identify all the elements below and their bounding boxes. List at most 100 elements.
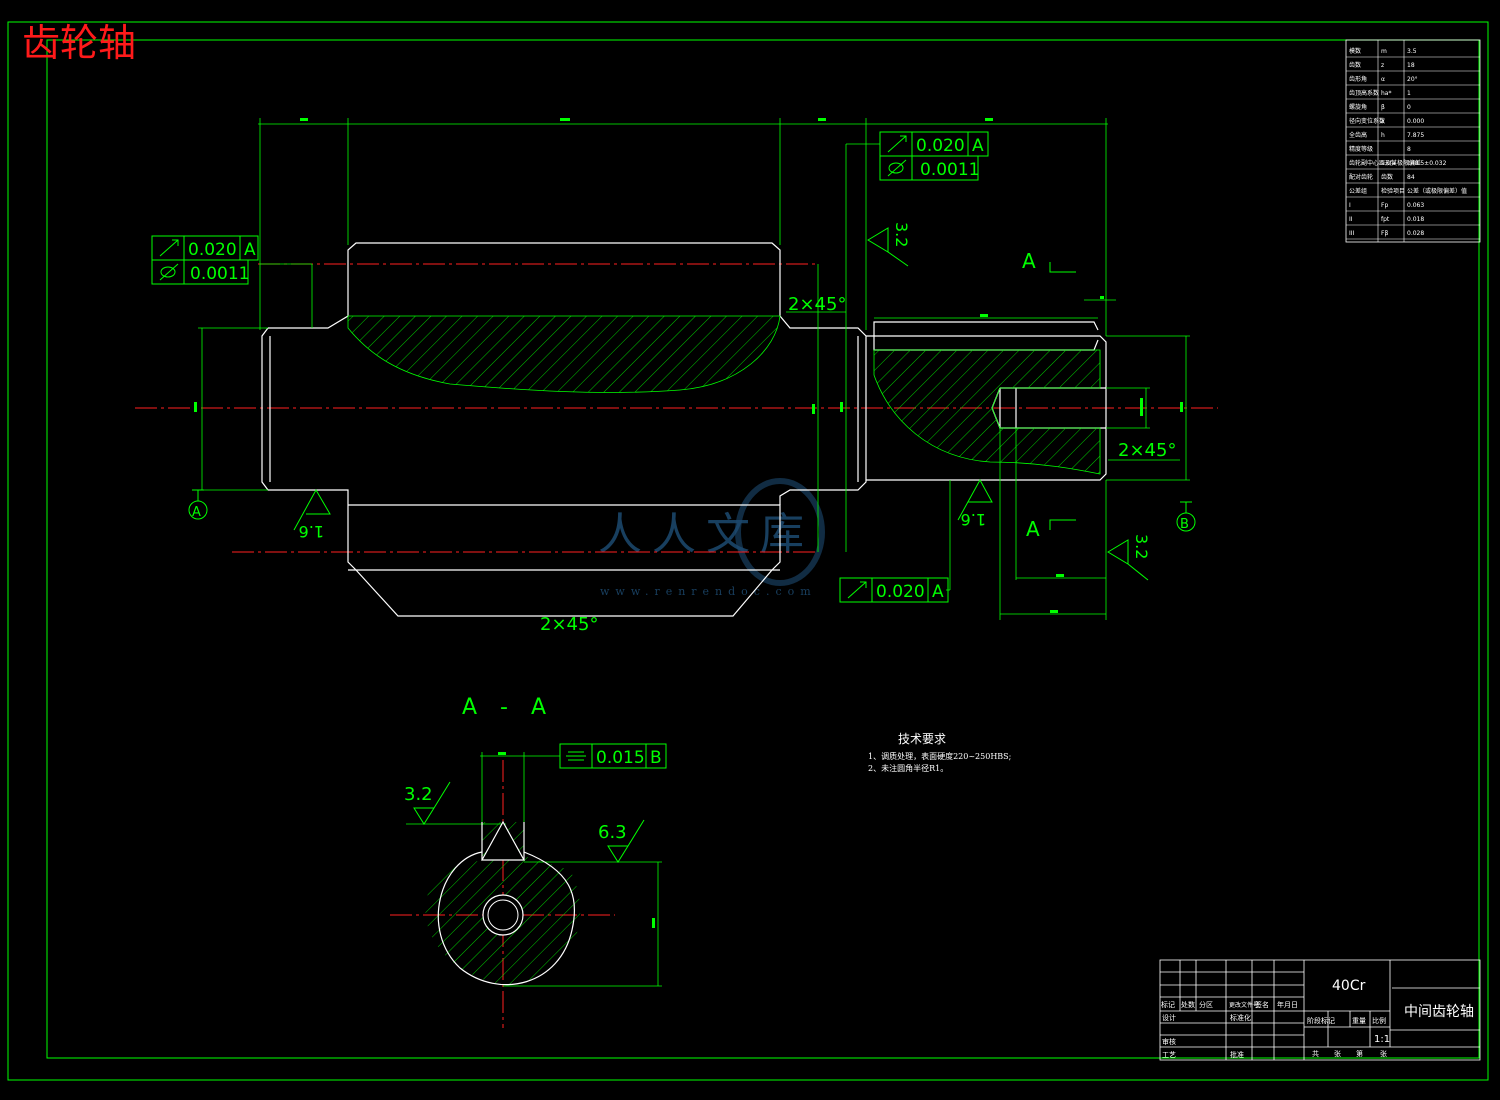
gdt-left-cyl: 0.0011 xyxy=(190,264,249,284)
tb-label-design: 设计 xyxy=(1162,1013,1176,1022)
tech-req-title: 技术要求 xyxy=(898,732,947,746)
section-cut-marks xyxy=(1049,262,1076,530)
gear-table-cell: fpt xyxy=(1381,216,1390,223)
watermark-url: www.renrendoc.com xyxy=(600,585,817,598)
roughness-r3: 3.2 xyxy=(892,222,911,247)
gear-table-cell: 配对齿轮 xyxy=(1349,173,1373,181)
gear-table-cell: Fp xyxy=(1381,202,1388,209)
gear-table-cell: a±fa xyxy=(1381,160,1396,167)
drawing-frame xyxy=(7,21,1489,1081)
dimension-tick-marks xyxy=(194,118,1183,928)
tb-scale: 1:1 xyxy=(1374,1034,1390,1045)
dimension-lines xyxy=(198,118,1190,987)
tb-label-weight: 重量 xyxy=(1352,1017,1366,1025)
roughness-r4: 3.2 xyxy=(1132,534,1151,559)
gear-table-cell: 3.5 xyxy=(1407,48,1417,55)
gdt-frames xyxy=(151,131,989,769)
gdt-bottom-runout: 0.020 xyxy=(876,582,925,602)
tb-label-std: 标准化 xyxy=(1230,1013,1251,1022)
gear-table-cell: 公差（或极限偏差）值 xyxy=(1407,187,1467,195)
gear-table-cell: I xyxy=(1349,202,1351,209)
watermark-ring xyxy=(735,478,825,586)
roughness-symbols xyxy=(293,227,1149,863)
gear-table-cell: 0.028 xyxy=(1407,230,1424,237)
chamfer-label-1: 2×45° xyxy=(788,294,846,315)
gear-table-cell: 齿形角 xyxy=(1349,75,1367,83)
gear-table-cell: 模数 xyxy=(1349,47,1361,55)
roughness-r1: 1.6 xyxy=(299,522,324,541)
hatch-section-end xyxy=(873,349,1101,475)
gear-table-cell: 径向变位系数 xyxy=(1349,117,1385,125)
gear-table-cell: x xyxy=(1381,118,1385,125)
section-aa-view xyxy=(425,820,581,986)
tb-label-sheets: 张 xyxy=(1334,1049,1341,1058)
gear-table-cell: 齿顶高系数 xyxy=(1349,89,1379,97)
gdt-right-cyl: 0.0011 xyxy=(920,160,979,180)
title-block xyxy=(1159,959,1481,1061)
gear-table-cell: z xyxy=(1381,62,1384,69)
gdt-left-runout: 0.020 xyxy=(188,240,237,260)
tb-label-num: 第 xyxy=(1356,1049,1363,1058)
tb-label-sheet: 张 xyxy=(1380,1049,1387,1058)
section-mark-bottom: A xyxy=(1026,517,1040,541)
gear-table-cell: 齿轮副中心距及其极限偏差 xyxy=(1349,159,1421,167)
tb-label-docno: 更改文件号 xyxy=(1229,1001,1259,1009)
gear-table-cell: m xyxy=(1381,48,1387,55)
tb-label-zone: 分区 xyxy=(1199,1000,1213,1009)
gear-table-cell: 1 xyxy=(1407,90,1411,97)
gear-table-cell: 齿数 xyxy=(1381,173,1393,181)
gear-table-cell: 7.875 xyxy=(1407,132,1424,139)
roughness-r6: 6.3 xyxy=(598,822,627,843)
gear-table-cell: h xyxy=(1381,132,1385,139)
gear-table-cell: 20° xyxy=(1407,76,1418,83)
gear-table-cell: 全齿高 xyxy=(1349,131,1367,139)
gear-table-cell: 精度等级 xyxy=(1349,145,1373,153)
gear-table-cell: III xyxy=(1349,230,1355,237)
datum-a-label: A xyxy=(192,505,201,520)
tb-label-sign: 签名 xyxy=(1255,1000,1269,1009)
tb-material: 40Cr xyxy=(1332,978,1366,994)
section-title: A - A xyxy=(462,695,554,720)
gear-table-cell: Fβ xyxy=(1381,230,1388,237)
gear-table-cell: 0 xyxy=(1407,104,1411,111)
drawing-title: 齿轮轴 xyxy=(22,21,137,65)
tech-req-line-2: 2、未注圆角半径R1。 xyxy=(868,764,949,773)
gear-table-cell: α xyxy=(1381,76,1385,83)
gear-table-cell: II xyxy=(1349,216,1353,223)
gear-table-cell: β xyxy=(1381,104,1385,111)
datum-markers xyxy=(188,489,1196,532)
gdt-section-sym: 0.015 xyxy=(596,748,645,768)
section-mark-top: A xyxy=(1022,249,1036,273)
gdt-bottom-datum: A xyxy=(932,582,944,602)
tb-label-date: 年月日 xyxy=(1277,1000,1298,1009)
gdt-right-runout: 0.020 xyxy=(916,136,965,156)
tb-label-total: 共 xyxy=(1312,1049,1319,1058)
gear-table-cell: 螺旋角 xyxy=(1349,103,1367,111)
tb-label-review: 审核 xyxy=(1162,1037,1176,1046)
hatch-section-gear xyxy=(347,315,781,393)
gear-table-cell: 0.018 xyxy=(1407,216,1424,223)
tech-req-line-1: 1、调质处理，表面硬度220~250HBS; xyxy=(868,752,1012,761)
gear-table-cell: 公差组 xyxy=(1349,187,1367,195)
tb-label-stage: 阶段标记 xyxy=(1307,1016,1335,1025)
roughness-r2: 1.6 xyxy=(961,510,986,529)
tb-label-craft: 工艺 xyxy=(1162,1051,1176,1059)
gear-table-cell: 148.5±0.032 xyxy=(1407,160,1447,167)
gdt-section-datum: B xyxy=(650,748,662,768)
gear-table-cell: 0.000 xyxy=(1407,118,1424,125)
chamfer-label-2: 2×45° xyxy=(1118,440,1176,461)
gdt-right-datum: A xyxy=(972,136,984,156)
tb-part-name: 中间齿轮轴 xyxy=(1404,1004,1474,1020)
gear-table-cell: 8 xyxy=(1407,146,1411,153)
datum-b-label: B xyxy=(1180,517,1189,532)
gear-table-cell: 84 xyxy=(1407,174,1415,181)
roughness-r5: 3.2 xyxy=(404,784,433,805)
gear-table-cell: 齿数 xyxy=(1349,61,1361,69)
gear-table-cell: 0.063 xyxy=(1407,202,1424,209)
gear-table-cell: 检验项目 xyxy=(1381,187,1405,195)
gear-table-cell: 18 xyxy=(1407,62,1415,69)
tb-label-count: 处数 xyxy=(1181,1000,1195,1009)
technical-requirements: 技术要求 1、调质处理，表面硬度220~250HBS; 2、未注圆角半径R1。 xyxy=(868,730,1011,775)
